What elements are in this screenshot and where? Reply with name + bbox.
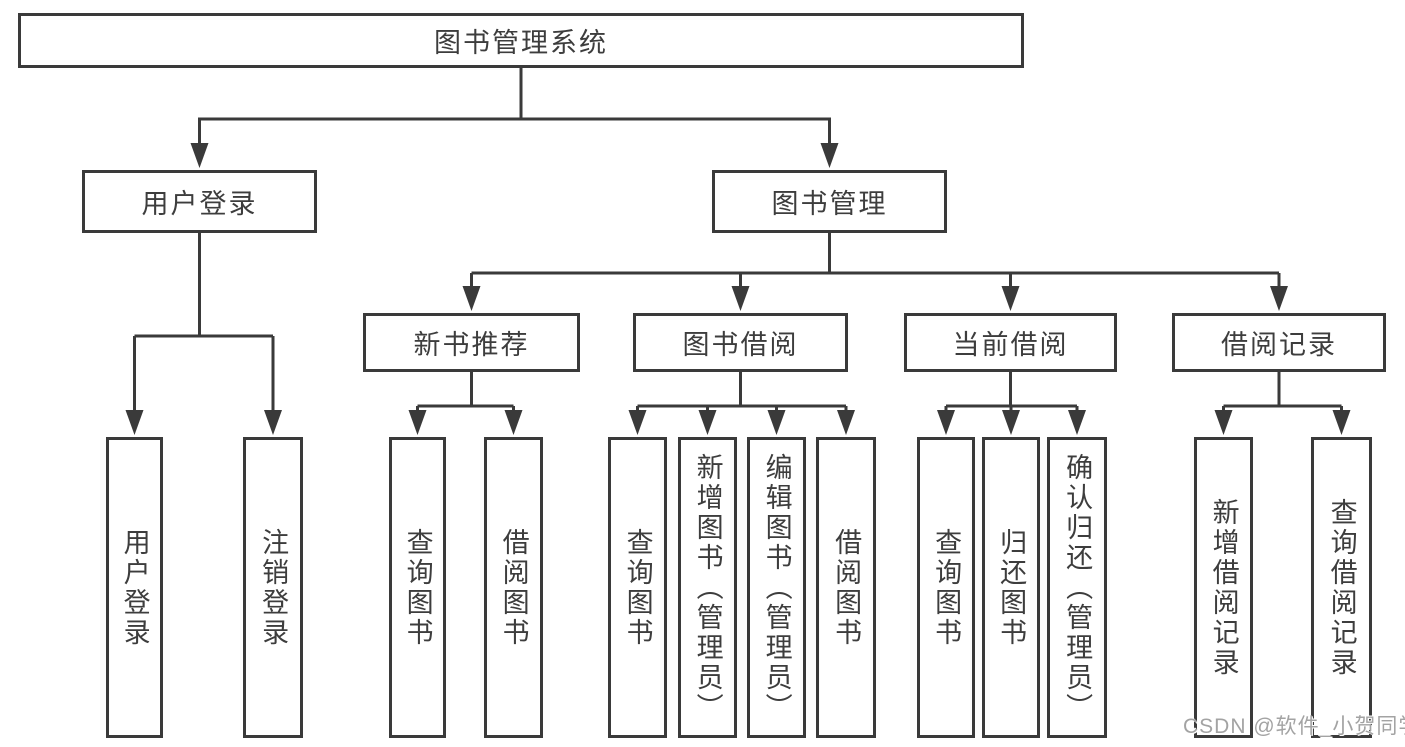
connector-book-management-modules bbox=[462, 233, 1288, 311]
watermark-text: CSDN @软件_小贺同学 bbox=[1183, 715, 1405, 738]
node-book-management: 图书管理 bbox=[712, 170, 947, 233]
node-borrow-records: 借阅记录 bbox=[1172, 313, 1386, 372]
connector-current-borrow-children bbox=[937, 372, 1086, 435]
connector-root-to-level2 bbox=[190, 68, 839, 168]
connector-user-login-children bbox=[125, 233, 282, 435]
leaf-confirm-return-admin: 确认归还（管理员） bbox=[1047, 437, 1107, 738]
leaf-logout-label: 注销登录 bbox=[258, 527, 289, 648]
leaf-logout: 注销登录 bbox=[243, 437, 303, 738]
leaf-borrow-books-label: 借阅图书 bbox=[831, 527, 862, 648]
leaf-query-books-current: 查询图书 bbox=[917, 437, 975, 738]
node-book-borrow: 图书借阅 bbox=[633, 313, 848, 372]
leaf-query-books-current-label: 查询图书 bbox=[931, 527, 962, 648]
node-new-book-recommend-label: 新书推荐 bbox=[413, 330, 530, 360]
leaf-query-books-borrow-label: 查询图书 bbox=[622, 527, 653, 648]
node-user-login: 用户登录 bbox=[82, 170, 317, 233]
leaf-query-borrow-record-label: 查询借阅记录 bbox=[1326, 497, 1357, 678]
node-root-label: 图书管理系统 bbox=[434, 28, 608, 58]
leaf-edit-books-admin-label: 编辑图书（管理员） bbox=[761, 452, 792, 723]
connector-book-borrow-children bbox=[628, 372, 855, 435]
leaf-query-books-borrow: 查询图书 bbox=[608, 437, 667, 738]
leaf-query-borrow-record: 查询借阅记录 bbox=[1311, 437, 1372, 738]
node-new-book-recommend: 新书推荐 bbox=[363, 313, 580, 372]
leaf-confirm-return-admin-label: 确认归还（管理员） bbox=[1062, 452, 1093, 723]
leaf-add-borrow-record: 新增借阅记录 bbox=[1194, 437, 1253, 738]
node-borrow-records-label: 借阅记录 bbox=[1221, 330, 1337, 360]
node-book-borrow-label: 图书借阅 bbox=[682, 330, 799, 360]
leaf-edit-books-admin: 编辑图书（管理员） bbox=[747, 437, 806, 738]
leaf-return-books: 归还图书 bbox=[982, 437, 1040, 738]
leaf-add-books-admin: 新增图书（管理员） bbox=[678, 437, 737, 738]
node-current-borrow-label: 当前借阅 bbox=[952, 330, 1069, 360]
leaf-borrow-books: 借阅图书 bbox=[816, 437, 876, 738]
leaf-user-login: 用户登录 bbox=[106, 437, 163, 738]
leaf-borrow-books-recommend-label: 借阅图书 bbox=[498, 527, 529, 648]
leaf-return-books-label: 归还图书 bbox=[996, 527, 1027, 648]
connector-new-book-recommend-children bbox=[408, 372, 523, 435]
node-user-login-label: 用户登录 bbox=[141, 189, 258, 219]
node-book-management-label: 图书管理 bbox=[771, 189, 888, 219]
leaf-borrow-books-recommend: 借阅图书 bbox=[484, 437, 543, 738]
node-root: 图书管理系统 bbox=[18, 13, 1024, 68]
leaf-add-books-admin-label: 新增图书（管理员） bbox=[692, 452, 723, 723]
leaf-user-login-label: 用户登录 bbox=[119, 527, 150, 648]
leaf-query-books-recommend-label: 查询图书 bbox=[402, 527, 433, 648]
connector-borrow-records-children bbox=[1214, 372, 1351, 435]
leaf-add-borrow-record-label: 新增借阅记录 bbox=[1208, 497, 1239, 678]
leaf-query-books-recommend: 查询图书 bbox=[389, 437, 446, 738]
node-current-borrow: 当前借阅 bbox=[904, 313, 1117, 372]
